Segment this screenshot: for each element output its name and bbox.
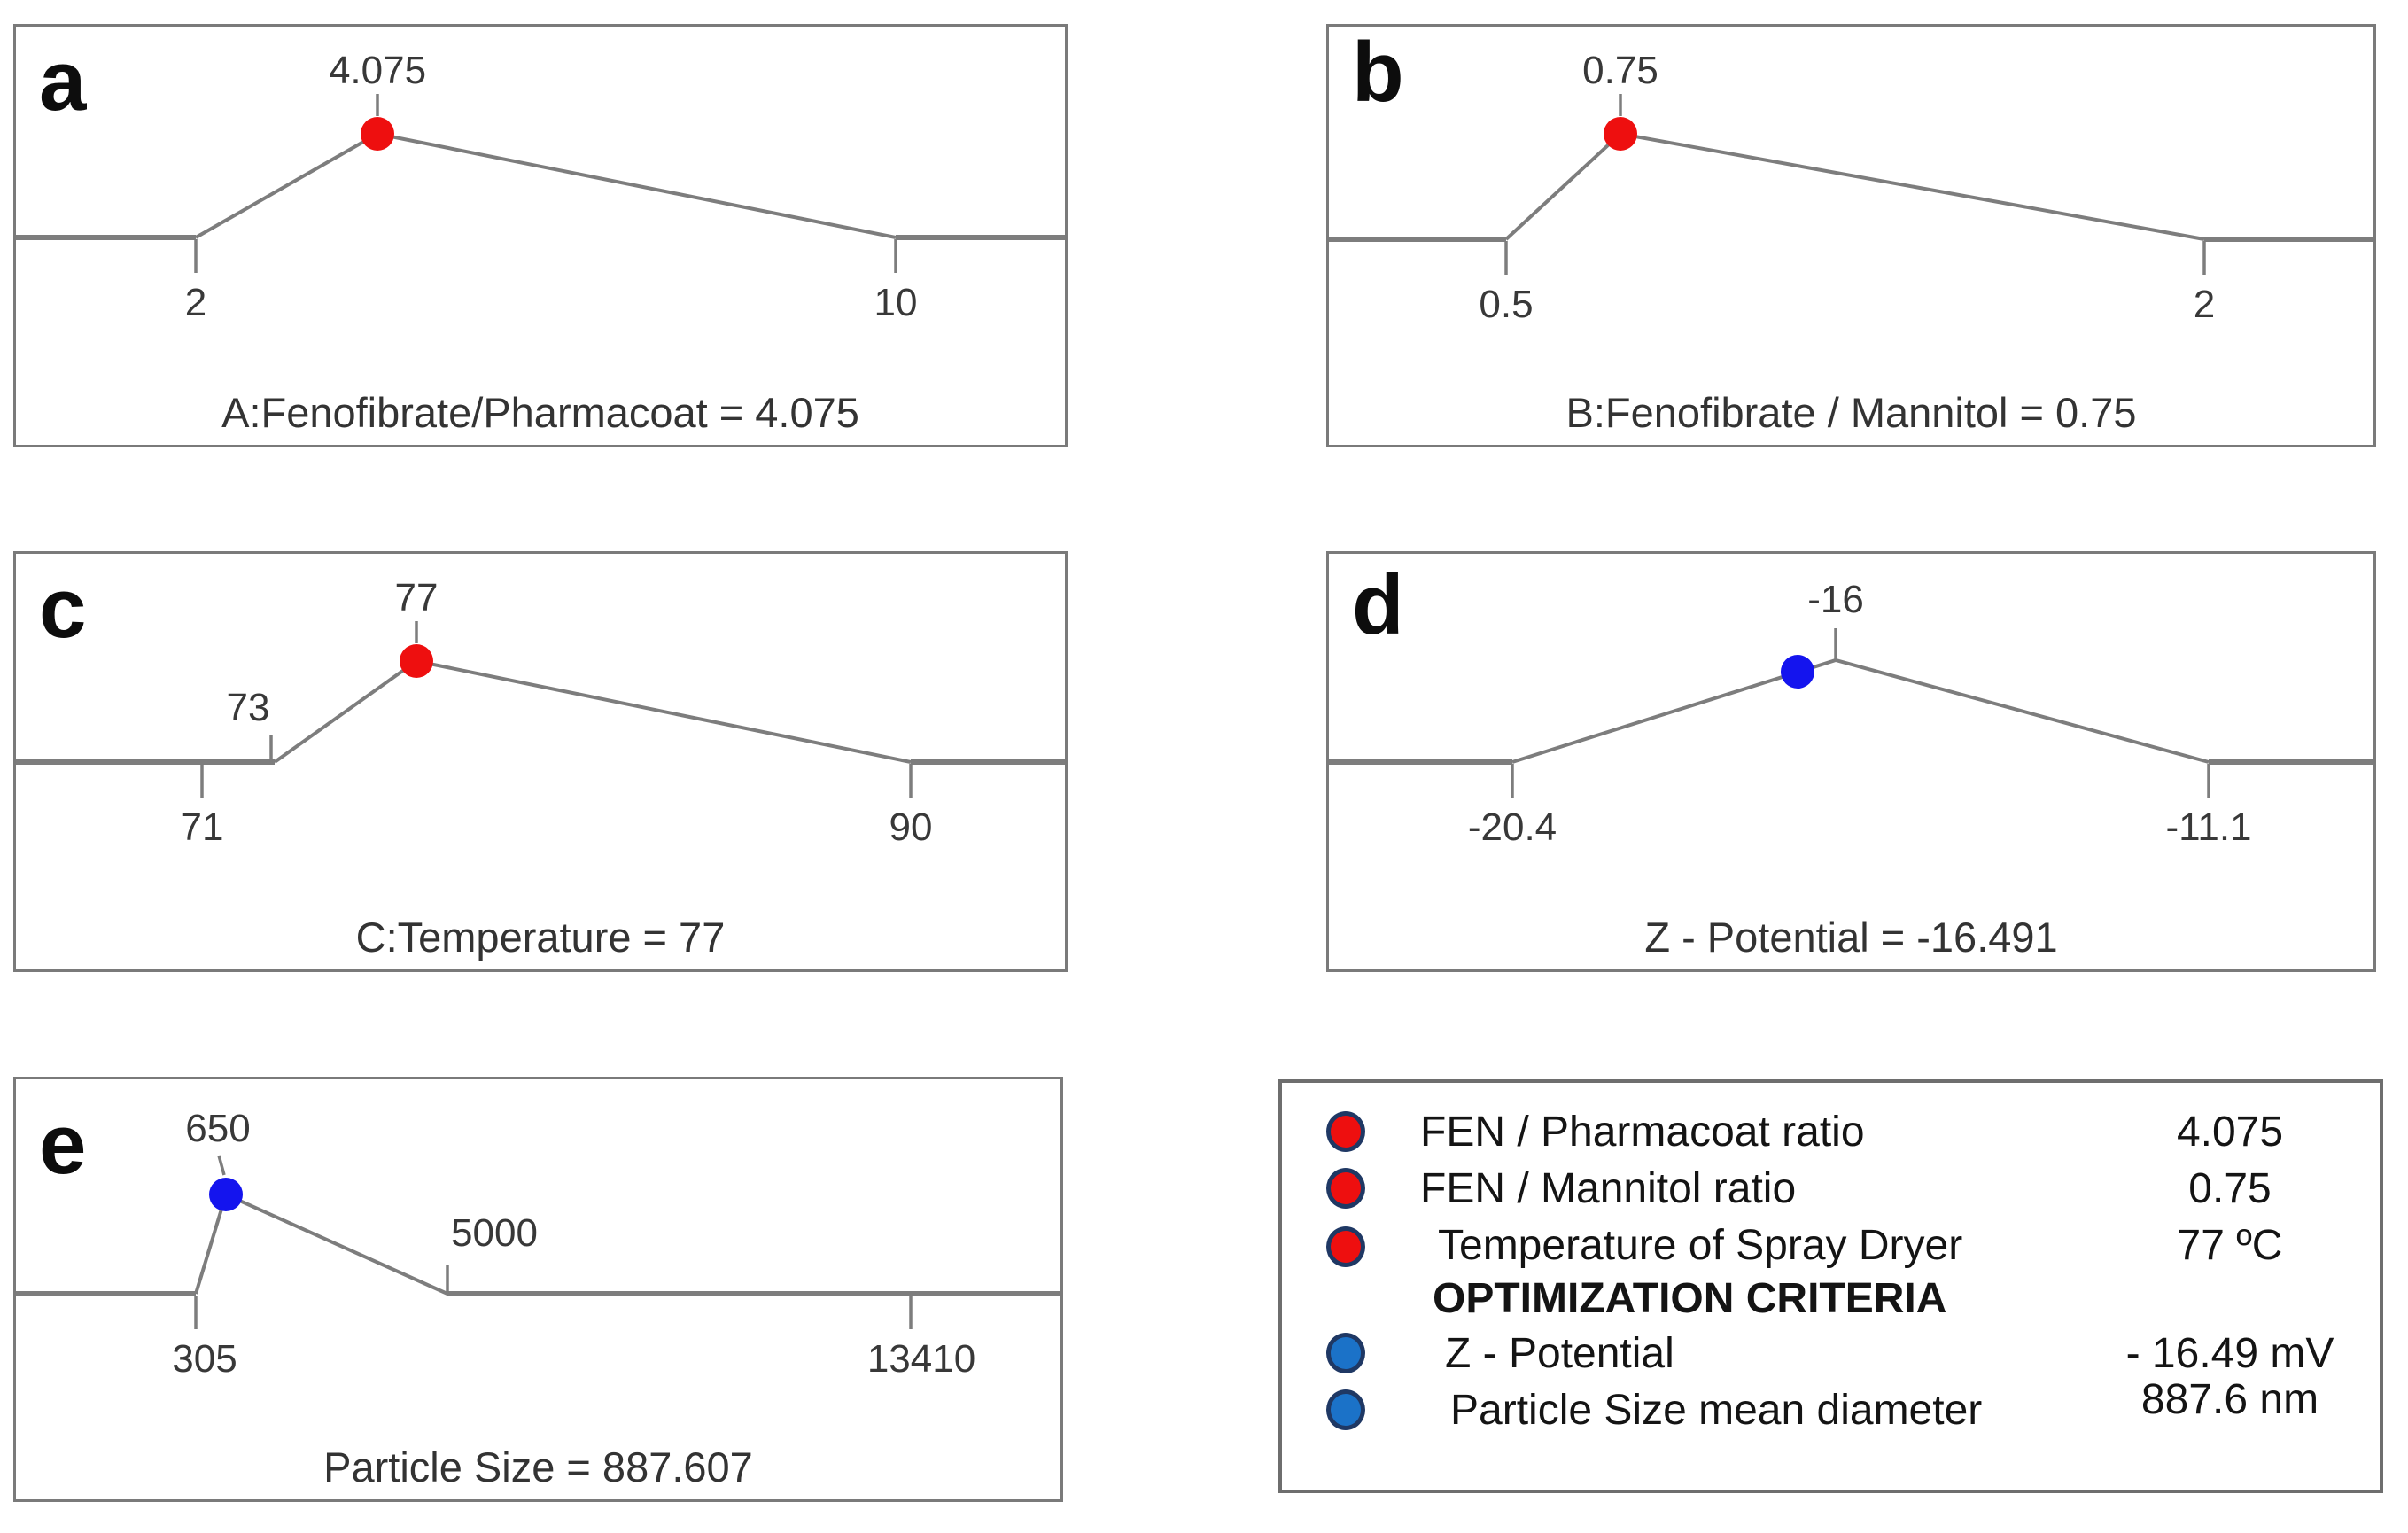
legend-value: - 16.49 mV xyxy=(2125,1330,2334,1377)
ramp-line xyxy=(273,658,912,764)
red-dot-icon xyxy=(1326,1226,1365,1267)
legend-label: Z - Potential xyxy=(1445,1330,1674,1377)
axis-tick-label: 10 xyxy=(874,281,918,324)
panel-letter: c xyxy=(39,561,87,656)
axis-tick-label: 13410 xyxy=(866,1337,976,1381)
axis-tick-label: 90 xyxy=(889,805,933,849)
axis-tick-label: 73 xyxy=(226,686,270,729)
axis-tick-label: 5000 xyxy=(451,1211,538,1255)
peak-value-label: 4.075 xyxy=(328,49,427,92)
axis-tick-label: 2 xyxy=(2193,283,2216,326)
ramp-plot-e xyxy=(16,1155,1060,1329)
legend-panel: FEN / Pharmacoat ratio 4.075 FEN / Manni… xyxy=(1278,1079,2383,1493)
selected-point-marker xyxy=(361,117,394,151)
legend-row: Particle Size mean diameter 887.6 nm xyxy=(1282,1376,2380,1437)
peak-value-label: -16 xyxy=(1807,578,1864,621)
selected-point-marker xyxy=(209,1178,243,1211)
ramp-line xyxy=(195,131,897,239)
panel-caption: Particle Size = 887.607 xyxy=(323,1444,753,1490)
legend-label: Temperature of Spray Dryer xyxy=(1438,1222,1963,1269)
legend-row: Z - Potential - 16.49 mV xyxy=(1282,1327,2380,1381)
ramp-plot-a xyxy=(16,94,1065,273)
legend-label: Particle Size mean diameter xyxy=(1450,1387,1983,1434)
panel-d: d -16 -20.4 -11.1 Z - Potential = -16.49… xyxy=(1326,551,2376,972)
legend-row: FEN / Mannitol ratio 0.75 xyxy=(1282,1163,2380,1216)
legend-row: FEN / Pharmacoat ratio 4.075 xyxy=(1282,1106,2380,1159)
ramp-plot-c xyxy=(16,621,1065,798)
selected-point-marker xyxy=(1604,117,1637,151)
selected-point-marker xyxy=(400,644,433,678)
legend-value: 0.75 xyxy=(2188,1165,2272,1212)
legend-value: 887.6 nm xyxy=(2140,1376,2319,1423)
legend-value: 77 ºC xyxy=(2177,1222,2283,1269)
red-dot-icon xyxy=(1326,1168,1365,1209)
panel-letter: d xyxy=(1352,557,1404,652)
axis-tick-label: 305 xyxy=(172,1337,237,1381)
panel-letter: a xyxy=(39,34,87,128)
legend-value: 4.075 xyxy=(2176,1109,2284,1156)
legend-row: OPTIMIZATION CRITERIA xyxy=(1282,1272,2380,1326)
legend-label: FEN / Pharmacoat ratio xyxy=(1420,1109,1865,1156)
ramp-line xyxy=(1511,658,2210,764)
blue-dot-icon xyxy=(1326,1389,1365,1430)
panel-b: b 0.75 0.5 2 B:Fenofibrate / Mannitol = … xyxy=(1326,24,2376,447)
ramp-plot-b xyxy=(1329,94,2373,275)
peak-value-label: 0.75 xyxy=(1582,49,1658,92)
legend-label: FEN / Mannitol ratio xyxy=(1420,1165,1797,1212)
axis-tick-label: -11.1 xyxy=(2165,805,2252,849)
panel-a: a 4.075 2 10 A:Fenofibrate/Pharmacoat = … xyxy=(13,24,1068,447)
peak-tick xyxy=(217,1155,226,1176)
red-dot-icon xyxy=(1326,1111,1365,1152)
panel-e: e 650 5000 305 13410 Particle Size = 887… xyxy=(13,1077,1063,1502)
panel-c: c 77 73 71 90 C:Temperature = 77 xyxy=(13,551,1068,972)
axis-tick-label: 71 xyxy=(180,805,224,849)
ramp-line xyxy=(1504,131,2205,241)
peak-value-label: 77 xyxy=(394,576,439,619)
blue-dot-icon xyxy=(1326,1333,1365,1373)
peak-value-label: 650 xyxy=(185,1107,251,1150)
panel-caption: Z - Potential = -16.491 xyxy=(1644,914,2058,961)
selected-point-marker xyxy=(1781,655,1814,689)
legend-section-heading: OPTIMIZATION CRITERIA xyxy=(1433,1275,1947,1322)
panel-caption: B:Fenofibrate / Mannitol = 0.75 xyxy=(1565,389,2137,436)
panel-caption: A:Fenofibrate/Pharmacoat = 4.075 xyxy=(221,389,859,436)
axis-tick-label: -20.4 xyxy=(1467,805,1557,849)
panel-letter: b xyxy=(1352,25,1404,120)
legend-row: Temperature of Spray Dryer 77 ºC xyxy=(1282,1219,2380,1272)
ramp-plot-d xyxy=(1329,628,2373,798)
panel-letter: e xyxy=(39,1097,87,1192)
axis-tick-label: 0.5 xyxy=(1479,283,1534,326)
axis-tick-label: 2 xyxy=(184,281,207,324)
panel-caption: C:Temperature = 77 xyxy=(355,914,726,961)
